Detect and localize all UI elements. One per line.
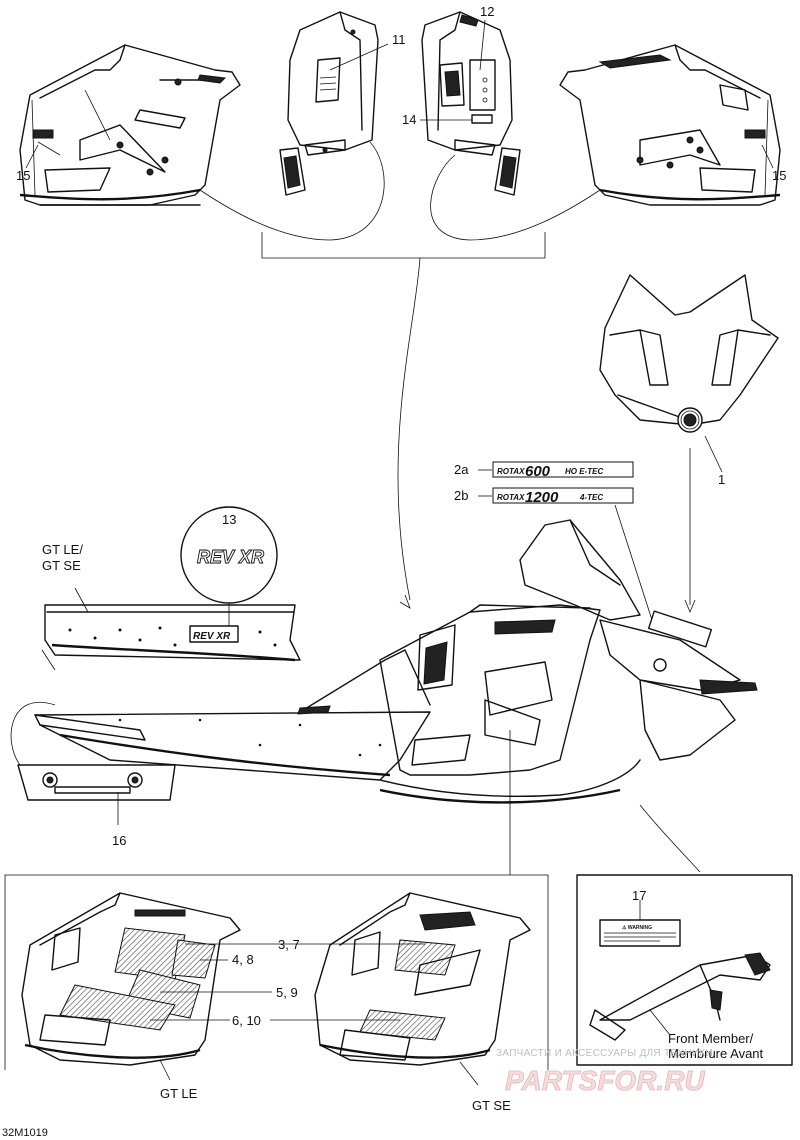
watermark-large: PARTSFOR.RU — [505, 1065, 705, 1096]
callout-3-7: 3, 7 — [278, 937, 300, 952]
callout-5-9: 5, 9 — [276, 985, 298, 1000]
callout-1: 1 — [718, 472, 725, 487]
decal-2b-rotax: ROTAX — [497, 493, 525, 502]
label-gt-le: GT LE — [160, 1086, 198, 1101]
front-member-box: ⚠ WARNING — [576, 874, 793, 1066]
inner-panel-left — [279, 11, 379, 196]
tunnel-strip: REV XR — [41, 587, 301, 671]
callout-6-10: 6, 10 — [232, 1013, 261, 1028]
gt-le-panel — [21, 892, 241, 1081]
decal-2b-suffix: 4-TEC — [579, 493, 603, 502]
warning-title: ⚠ WARNING — [622, 925, 652, 931]
decal-2a: ROTAX 600 HO E-TEC — [478, 461, 634, 480]
callout-15-left: 15 — [16, 168, 30, 183]
snowmobile-main — [34, 448, 758, 875]
side-panel-right — [559, 44, 781, 206]
arrow-front-member — [639, 804, 701, 873]
callout-2b: 2b — [454, 488, 468, 503]
front-member-line2: Membrure Avant — [668, 1046, 764, 1061]
diagram-code: 32M1019 — [2, 1127, 48, 1139]
callout-16: 16 — [112, 833, 126, 848]
decal-2a-600: 600 — [525, 463, 551, 480]
rev-xr-detail: REV XR — [180, 506, 278, 628]
side-panel-left — [19, 44, 241, 206]
callout-17: 17 — [632, 888, 646, 903]
callout-15-right: 15 — [772, 168, 786, 183]
callout-2a: 2a — [454, 462, 469, 477]
label-gt-le-se-line1: GT LE/ — [42, 542, 83, 557]
callout-14: 14 — [402, 112, 416, 127]
gt-se-panel — [314, 892, 531, 1086]
rev-xr-logo: REV XR — [197, 547, 264, 567]
label-gt-se: GT SE — [472, 1098, 511, 1113]
inner-panel-right — [421, 11, 521, 196]
decal-2b-1200: 1200 — [525, 489, 559, 506]
decal-2a-rotax: ROTAX — [497, 467, 525, 476]
rear-bumper — [10, 702, 176, 825]
label-gt-le-se-line2: GT SE — [42, 558, 81, 573]
front-member-line1: Front Member/ — [668, 1031, 754, 1046]
callout-13: 13 — [222, 512, 236, 527]
decal-2a-suffix: HO E-TEC — [565, 467, 603, 476]
variant-frame — [4, 874, 549, 1070]
callout-12: 12 — [480, 4, 494, 19]
tunnel-rev-xr-logo: REV XR — [193, 631, 231, 642]
decal-2b: ROTAX 1200 4-TEC — [478, 487, 653, 621]
callout-4-8: 4, 8 — [232, 952, 254, 967]
hood-part — [599, 274, 779, 473]
connection-lines — [199, 141, 601, 609]
watermark-small: ЗАПЧАСТИ И АКСЕССУАРЫ ДЛЯ ТЕХНИКИ — [496, 1048, 713, 1059]
leader-lines-bottom — [150, 943, 425, 1021]
callout-11: 11 — [392, 32, 406, 47]
